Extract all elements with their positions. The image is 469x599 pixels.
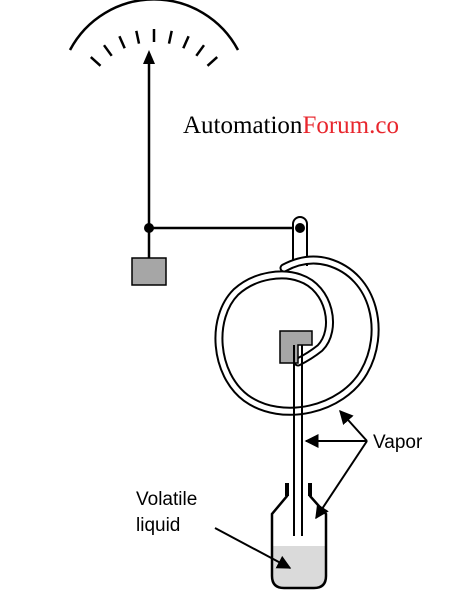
gauge-scale (68, 0, 240, 67)
gauge-arc (68, 0, 240, 51)
pointer-linkage (131, 50, 308, 286)
gauge-tick (102, 44, 113, 57)
gauge-tick (182, 35, 190, 49)
pointer-arrowhead (143, 50, 155, 64)
spiral-tube-inner (216, 257, 378, 414)
capillary-tube (293, 345, 303, 536)
linkage-joint (295, 223, 305, 233)
gauge-tick (118, 35, 126, 49)
gauge-tick (167, 30, 173, 44)
liquid-callout: Volatile liquid (136, 489, 292, 569)
bourdon-spiral (214, 255, 380, 416)
vapor-arrow-bulb (315, 440, 368, 520)
vessel-body (270, 483, 328, 590)
gauge-tick (206, 56, 219, 67)
gauge-tick (195, 44, 206, 57)
liquid-fill (272, 546, 326, 588)
counterweight-block (131, 257, 167, 286)
watermark-part2: Forum.co (302, 112, 399, 139)
spiral-anchor-block (279, 330, 313, 364)
volatile-liquid-label-line1: Volatile (136, 489, 197, 510)
watermark-text: AutomationForum.co (183, 112, 399, 139)
liquid-arrow (214, 527, 292, 569)
bulb-vessel (270, 483, 328, 590)
volatile-liquid-label-line2: liquid (136, 515, 180, 536)
vapor-arrow-spiral (339, 409, 368, 442)
vapor-label: Vapor (373, 432, 423, 453)
gauge-ticks (89, 29, 219, 67)
pivot-joint (144, 223, 154, 233)
vapor-callout: Vapor (304, 409, 423, 520)
watermark-part1: Automation (183, 112, 303, 139)
gauge-tick (135, 30, 141, 44)
gauge-tick (89, 56, 102, 67)
